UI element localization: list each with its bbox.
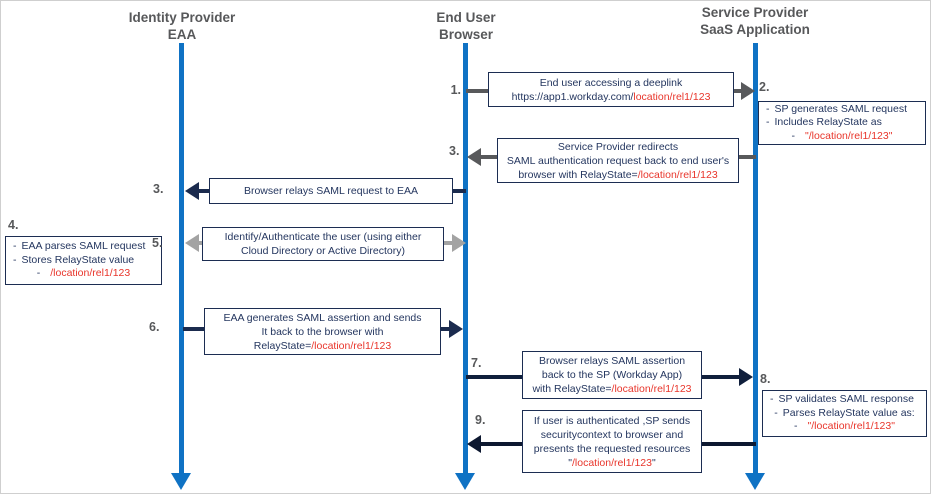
note-2-relaystate-value: "/location/rel1/123" bbox=[805, 129, 893, 142]
note-4-bullet-1-text: EAA parses SAML request bbox=[21, 240, 146, 253]
message-box-6: EAA generates SAML assertion and sends I… bbox=[204, 308, 441, 355]
lifeline-idp bbox=[179, 43, 184, 475]
message-3a-line-1: Service Provider redirects bbox=[557, 140, 679, 153]
arrowhead-right-5-icon bbox=[452, 234, 466, 252]
actor-browser-line2: Browser bbox=[438, 27, 494, 42]
note-4-bullet-1: -EAA parses SAML request bbox=[9, 240, 158, 254]
message-6-relaystate-path: /location/rel1/123 bbox=[311, 339, 392, 352]
message-9-line-3: presents the requested resources bbox=[533, 442, 691, 455]
note-4-bullet-2: -Stores RelayState value bbox=[9, 254, 158, 268]
arrowhead-left-9-icon bbox=[467, 435, 481, 453]
actor-sp-line1: Service Provider bbox=[701, 5, 809, 20]
arrowhead-left-3a-icon bbox=[467, 148, 481, 166]
note-2-bullet-2: -Includes RelayState as bbox=[762, 116, 922, 130]
step-number-9: 9. bbox=[475, 413, 486, 427]
step-number-7: 7. bbox=[471, 356, 482, 370]
message-box-9: If user is authenticated ,SP sends secur… bbox=[522, 410, 702, 473]
message-9-line-2: securitycontext to browser and bbox=[540, 428, 684, 441]
lifeline-browser bbox=[463, 43, 468, 475]
step-number-4: 4. bbox=[8, 218, 19, 232]
arrowhead-left-5-icon bbox=[185, 234, 199, 252]
message-box-5: Identify/Authenticate the user (using ei… bbox=[202, 227, 444, 261]
quote-mark: " bbox=[568, 456, 572, 469]
actor-browser-line1: End User bbox=[436, 10, 496, 25]
message-7-line-2: back to the SP (Workday App) bbox=[541, 369, 683, 381]
message-6-line-2: It back to the browser with bbox=[261, 325, 384, 338]
note-8-relaystate-value: "/location/rel1/123" bbox=[807, 420, 895, 433]
note-2-bullet-2-text: Includes RelayState as bbox=[774, 116, 882, 129]
lifeline-sp bbox=[753, 43, 758, 475]
note-8-bullet-3: -"/location/rel1/123" bbox=[766, 420, 923, 434]
lifeline-browser-arrowhead-icon bbox=[455, 473, 475, 490]
step-number-6: 6. bbox=[149, 320, 160, 334]
message-9-line-1: If user is authenticated ,SP sends bbox=[533, 414, 691, 427]
message-6-line-3: RelayState=/location/rel1/123 bbox=[208, 339, 437, 353]
arrowhead-right-1-icon bbox=[741, 82, 755, 100]
bullet-dash: - bbox=[774, 406, 778, 419]
actor-label-end-user-browser: End User Browser bbox=[436, 9, 495, 43]
note-2-bullet-3: -"/location/rel1/123" bbox=[762, 130, 922, 144]
message-1-url-prefix: https://app1.workday.com/ bbox=[511, 90, 634, 103]
step-number-1: 1. bbox=[450, 83, 461, 97]
note-8-bullet-1-text: SP validates SAML response bbox=[778, 393, 914, 406]
message-1-line-2: https://app1.workday.com/location/rel1/1… bbox=[492, 90, 730, 104]
note-4-bullet-2-text: Stores RelayState value bbox=[21, 253, 135, 266]
message-5-line-1: Identify/Authenticate the user (using ei… bbox=[224, 231, 422, 243]
bullet-dash: - bbox=[13, 240, 17, 253]
message-5-line-2: Cloud Directory or Active Directory) bbox=[241, 245, 405, 257]
bullet-dash: - bbox=[13, 253, 17, 266]
bullet-dash: - bbox=[794, 420, 798, 433]
message-6-line-1: EAA generates SAML assertion and sends bbox=[223, 311, 422, 324]
message-box-3b: Browser relays SAML request to EAA bbox=[209, 178, 453, 204]
step-number-3-right: 3. bbox=[449, 144, 460, 158]
message-3b-line-1: Browser relays SAML request to EAA bbox=[243, 185, 419, 197]
bullet-dash: - bbox=[791, 129, 796, 142]
note-4-bullet-3: -/location/rel1/123 bbox=[9, 267, 158, 281]
actor-idp-line1: Identity Provider bbox=[128, 10, 236, 25]
step-number-3-left: 3. bbox=[153, 182, 164, 196]
message-box-3a: Service Provider redirects SAML authenti… bbox=[497, 138, 739, 183]
note-box-8: -SP validates SAML response -Parses Rela… bbox=[762, 390, 927, 437]
message-3a-line-3: browser with RelayState=/location/rel1/1… bbox=[501, 168, 735, 182]
message-7-relaystate-label: with RelayState= bbox=[532, 383, 612, 395]
arrowhead-right-6-icon bbox=[449, 320, 463, 338]
note-8-bullet-1: -SP validates SAML response bbox=[766, 393, 923, 407]
note-8-bullet-2-text: Parses RelayState value as: bbox=[782, 406, 915, 419]
lifeline-sp-arrowhead-icon bbox=[745, 473, 765, 490]
message-3a-relaystate-path: /location/rel1/123 bbox=[637, 168, 718, 181]
bullet-dash: - bbox=[36, 267, 41, 280]
message-9-line-4: "/location/rel1/123" bbox=[526, 456, 698, 470]
note-box-2: -SP generates SAML request -Includes Rel… bbox=[758, 101, 926, 145]
note-box-4: -EAA parses SAML request -Stores RelaySt… bbox=[5, 236, 162, 285]
message-3a-line-2: SAML authentication request back to end … bbox=[506, 154, 730, 167]
bullet-dash: - bbox=[766, 116, 770, 129]
bullet-dash: - bbox=[770, 393, 774, 406]
message-7-line-3: with RelayState=/location/rel1/123 bbox=[526, 382, 698, 396]
message-6-relaystate-label: RelayState= bbox=[253, 339, 312, 352]
note-4-relaystate-value: /location/rel1/123 bbox=[50, 267, 131, 280]
message-3a-relaystate-label: browser with RelayState= bbox=[518, 168, 638, 181]
message-7-relaystate-path: /location/rel1/123 bbox=[611, 383, 692, 395]
quote-mark: " bbox=[651, 456, 656, 469]
message-box-7: Browser relays SAML assertion back to th… bbox=[522, 351, 702, 399]
actor-idp-line2: EAA bbox=[167, 27, 197, 42]
message-9-relaystate-path: /location/rel1/123 bbox=[572, 456, 652, 469]
actor-label-service-provider: Service Provider SaaS Application bbox=[700, 4, 810, 38]
step-number-2: 2. bbox=[759, 80, 770, 94]
step-number-5: 5. bbox=[152, 236, 163, 250]
actor-label-identity-provider: Identity Provider EAA bbox=[129, 9, 236, 43]
note-8-bullet-2: -Parses RelayState value as: bbox=[766, 407, 923, 421]
message-box-1: End user accessing a deeplink https://ap… bbox=[488, 72, 734, 107]
message-7-line-1: Browser relays SAML assertion bbox=[538, 355, 686, 367]
bullet-dash: - bbox=[766, 102, 770, 115]
message-1-relaystate-path: location/rel1/123 bbox=[633, 90, 711, 103]
step-number-8: 8. bbox=[760, 372, 771, 386]
actor-sp-line2: SaaS Application bbox=[700, 22, 810, 37]
lifeline-idp-arrowhead-icon bbox=[171, 473, 191, 490]
note-2-bullet-1: -SP generates SAML request bbox=[762, 103, 922, 117]
arrowhead-right-7-icon bbox=[739, 368, 753, 386]
arrowhead-left-3b-icon bbox=[185, 182, 199, 200]
note-2-bullet-1-text: SP generates SAML request bbox=[774, 102, 908, 115]
message-1-line-1: End user accessing a deeplink bbox=[539, 76, 683, 89]
